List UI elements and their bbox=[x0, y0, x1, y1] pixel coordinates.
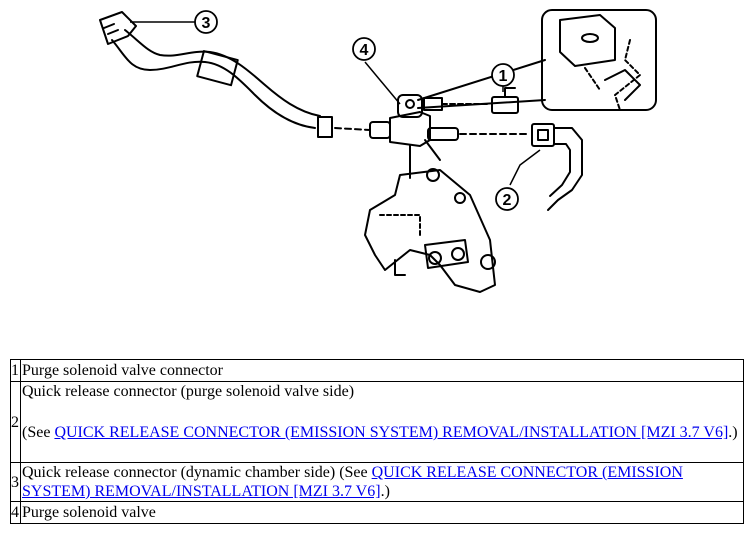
row-number: 4 bbox=[10, 501, 21, 524]
detail-inset bbox=[417, 9, 657, 111]
quick-release-procedure-link[interactable]: QUICK RELEASE CONNECTOR (EMISSION SYSTEM… bbox=[54, 424, 729, 441]
row-description-text: Quick release connector (dynamic chamber… bbox=[22, 464, 372, 481]
table-row: 1 Purge solenoid valve connector bbox=[10, 359, 744, 382]
table-row: 3 Quick release connector (dynamic chamb… bbox=[10, 462, 744, 502]
vacuum-hose bbox=[99, 11, 333, 138]
row-number: 3 bbox=[10, 462, 21, 502]
row-description: Quick release connector (purge solenoid … bbox=[20, 381, 744, 463]
see-suffix: .) bbox=[380, 483, 390, 500]
row-description-text: Quick release connector (purge solenoid … bbox=[22, 383, 355, 400]
callout-2: 2 bbox=[495, 187, 519, 211]
component-diagram: 3 4 1 2 bbox=[99, 9, 657, 293]
callout-4-label: 4 bbox=[360, 42, 369, 59]
mounting-bracket bbox=[364, 139, 496, 293]
legend-table: 1 Purge solenoid valve connector 2 Quick… bbox=[10, 359, 744, 524]
callout-1-label: 1 bbox=[499, 68, 508, 85]
table-row: 4 Purge solenoid valve bbox=[10, 501, 744, 524]
quick-release-procedure-link[interactable]: QUICK RELEASE CONNECTOR (EMISSION SYSTEM… bbox=[22, 464, 683, 500]
callout-2-label: 2 bbox=[503, 192, 512, 209]
callout-3: 3 bbox=[194, 10, 218, 34]
see-suffix: .) bbox=[728, 424, 738, 441]
purge-solenoid-connector bbox=[441, 87, 519, 114]
row-description: Purge solenoid valve connector bbox=[20, 359, 744, 382]
callout-3-label: 3 bbox=[202, 15, 211, 32]
row-number: 2 bbox=[10, 381, 21, 463]
table-row: 2 Quick release connector (purge solenoi… bbox=[10, 381, 744, 463]
row-description: Purge solenoid valve bbox=[20, 501, 744, 524]
quick-release-connector-valve-side bbox=[531, 123, 583, 211]
callout-4: 4 bbox=[352, 37, 376, 61]
callout-1: 1 bbox=[491, 63, 515, 87]
see-prefix: (See bbox=[22, 424, 55, 441]
purge-solenoid-valve bbox=[369, 94, 459, 147]
row-number: 1 bbox=[10, 359, 21, 382]
row-description: Quick release connector (dynamic chamber… bbox=[20, 462, 744, 502]
